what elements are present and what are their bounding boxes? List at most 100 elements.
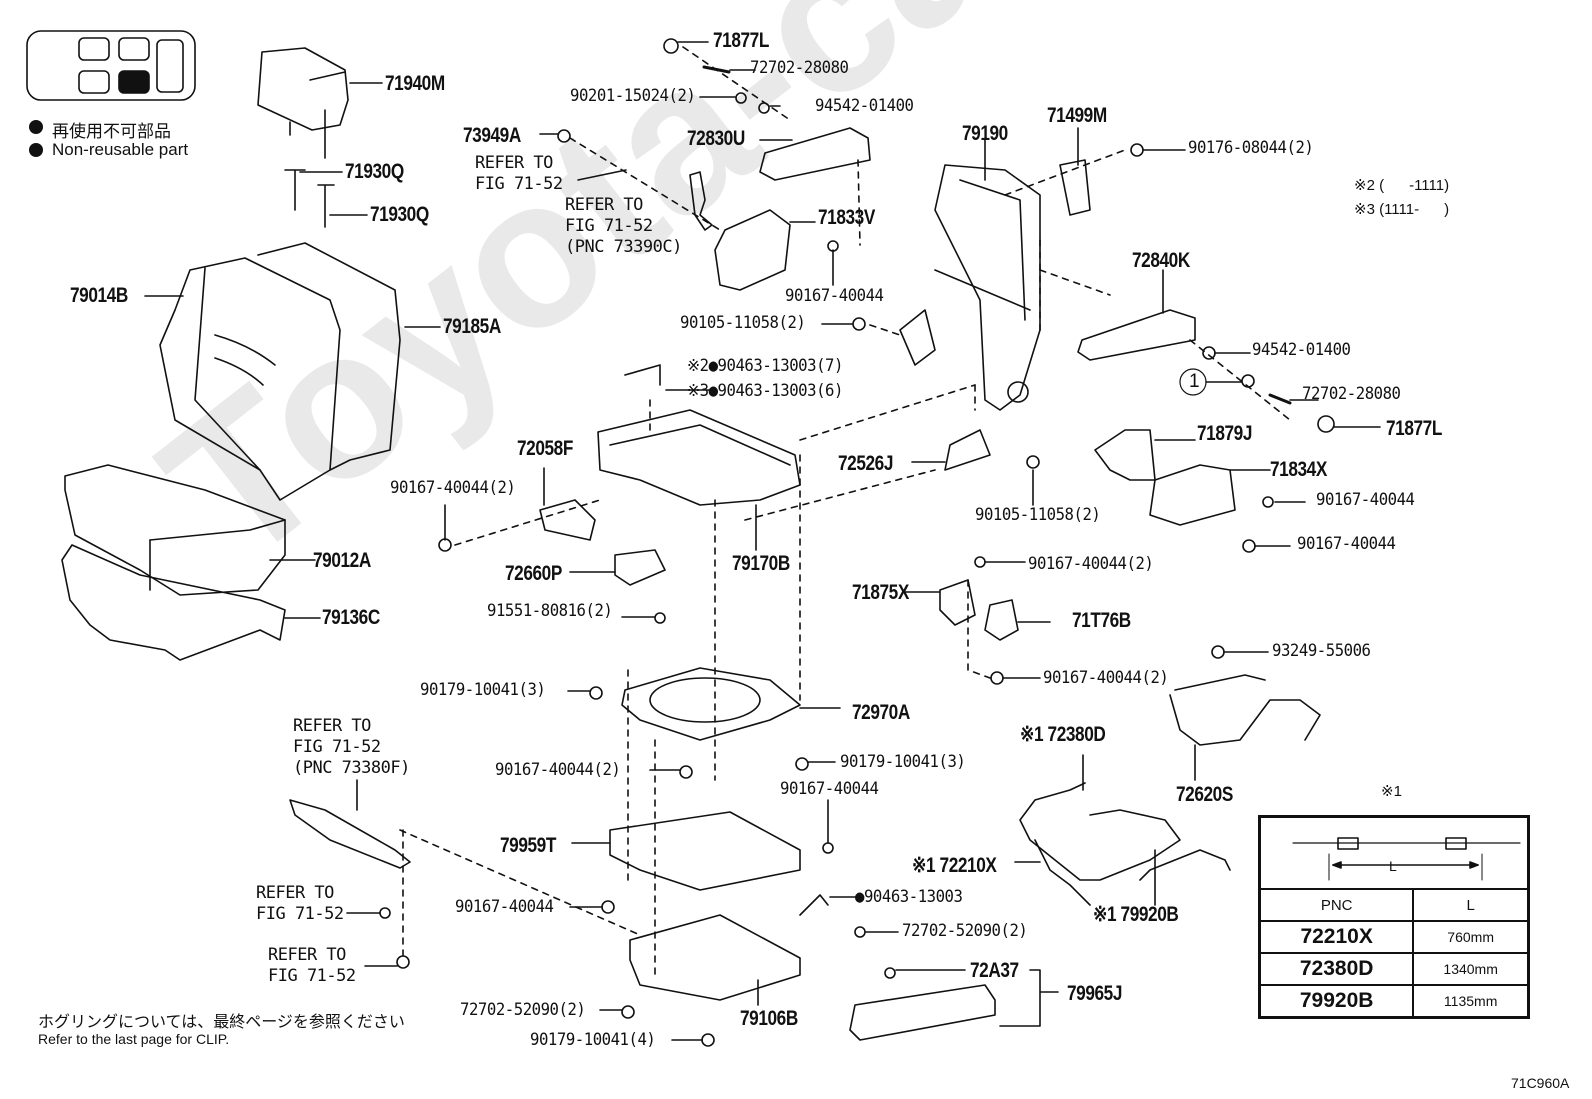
clip-note-en: Refer to the last page for CLIP. [38,1031,230,1047]
part-label[interactable]: ※2●90463-13003(7) [687,356,843,376]
part-label[interactable]: 71877L [1386,417,1442,440]
clip-note-jp: ホグリングについては、最終ページを参照ください [38,1014,405,1031]
length-cell: 760mm [1412,920,1530,954]
base-frame-drawing [399,811,899,1047]
part-label[interactable]: 79136C [322,606,380,629]
part-label[interactable]: ●90463-13003 [855,887,963,907]
part-label[interactable]: 71879J [1197,422,1253,445]
refer-fig-note[interactable]: REFER TO FIG 71-52 (PNC 73380F) [293,716,410,778]
seat-position-icon [26,30,196,101]
column-header-pnc: PNC [1258,888,1415,922]
part-label[interactable]: 79014B [70,284,128,307]
part-label[interactable]: 90167-40044 [785,286,884,306]
seat-rail-drawing [289,779,411,969]
part-label[interactable]: 72058F [517,437,573,460]
part-label[interactable]: 90176-08044(2) [1188,138,1314,158]
part-label[interactable]: 94542-01400 [815,96,914,116]
part-label[interactable]: ※1 79920B [1093,903,1179,926]
part-label[interactable]: 72526J [838,452,894,475]
part-label[interactable]: 90105-11058(2) [975,505,1101,525]
length-cell: 1135mm [1412,984,1530,1019]
seat-frame-drawing [438,364,976,781]
column-header-length: L [1412,888,1530,922]
seat-cushion-drawing [61,464,321,661]
part-label[interactable]: 72702-28080 [750,58,849,78]
part-label[interactable]: 90167-40044(2) [390,478,516,498]
part-label[interactable]: 71877L [713,29,769,52]
part-label[interactable]: 90167-40044 [1297,534,1396,554]
console-cover-drawing [849,967,1059,1041]
part-label[interactable]: 94542-01400 [1252,340,1351,360]
refer-fig-note[interactable]: REFER TO FIG 71-52 [268,945,356,986]
part-label[interactable]: 71834X [1270,458,1327,481]
cable-drawing [1014,645,1321,906]
part-label[interactable]: 71875X [852,581,909,604]
part-label[interactable]: 72702-28080 [1302,384,1401,404]
seat-back-frame-drawing [821,127,1186,411]
part-label[interactable]: 90167-40044(2) [1043,668,1169,688]
part-label[interactable]: 72702-52090(2) [460,1000,586,1020]
part-label[interactable]: 79190 [962,122,1008,145]
part-label[interactable]: 71499M [1047,104,1107,127]
part-label[interactable]: 72840K [1132,249,1190,272]
part-label[interactable]: ※1 72210X [912,854,997,877]
part-label[interactable]: 72A37 [970,959,1019,982]
part-label[interactable]: 90167-40044 [455,897,554,917]
part-label[interactable]: 79185A [443,315,501,338]
part-label[interactable]: 72830U [687,127,745,150]
part-label[interactable]: 72970A [852,701,910,724]
part-label[interactable]: 71940M [385,72,445,95]
side-cover-drawing [904,429,1306,685]
table-row: 72380D 1340mm [1258,952,1530,986]
legend-jp-label: 再使用不可部品 [52,122,171,141]
part-label[interactable]: 71930Q [345,160,404,183]
part-label[interactable]: 91551-80816(2) [487,601,613,621]
part-label[interactable]: 71930Q [370,203,429,226]
part-label[interactable]: 73949A [463,124,521,147]
filled-circle-icon [29,120,43,134]
part-label[interactable]: 72702-52090(2) [902,921,1028,941]
part-label[interactable]: 79965J [1067,982,1123,1005]
part-label[interactable]: 90167-40044(2) [1028,554,1154,574]
armrest-left-drawing [539,38,871,291]
part-label[interactable]: ※3●90463-13003(6) [687,381,843,401]
swivel-plate-drawing [567,667,841,981]
part-label[interactable]: 79170B [732,552,790,575]
headrest-drawing [257,47,383,228]
part-label[interactable]: 90179-10041(4) [530,1030,656,1050]
refer-fig-note[interactable]: REFER TO FIG 71-52 [475,153,563,194]
part-label[interactable]: 90167-40044(2) [495,760,621,780]
figure-id: 71C960A [1511,1075,1570,1091]
pnc-cell: 72210X [1258,920,1415,954]
part-label[interactable]: 71T76B [1072,609,1131,632]
note-series-3: ※3 (1111- ) [1354,201,1450,218]
part-label[interactable]: 72620S [1176,783,1233,806]
cable-table-title: ※1 [1381,783,1402,800]
part-label[interactable]: 93249-55006 [1272,641,1371,661]
note-series-2: ※2 ( -1111) [1354,177,1450,194]
part-label[interactable]: 79959T [500,834,556,857]
table-row: 79920B 1135mm [1258,984,1530,1019]
part-label[interactable]: 79012A [313,549,371,572]
table-row: 72210X 760mm [1258,920,1530,954]
part-label[interactable]: 90179-10041(3) [840,752,966,772]
part-label[interactable]: 90167-40044 [1316,490,1415,510]
refer-fig-note[interactable]: REFER TO FIG 71-52 [256,883,344,924]
pnc-cell: 79920B [1258,984,1415,1019]
pnc-cell: 72380D [1258,952,1415,986]
part-label[interactable]: 90105-11058(2) [680,313,806,333]
cable-diagram-cell [1258,815,1530,890]
part-label[interactable]: 71833V [818,206,875,229]
part-label[interactable]: 90167-40044 [780,779,879,799]
part-label[interactable]: 79106B [740,1007,798,1030]
cable-length-table: PNC L 72210X 760mm 72380D 1340mm 79920B … [1258,815,1530,1019]
part-label[interactable]: ※1 72380D [1020,723,1106,746]
part-label[interactable]: 72660P [505,562,562,585]
part-label[interactable]: 90201-15024(2) [570,86,696,106]
filled-circle-icon [29,143,43,157]
length-cell: 1340mm [1412,952,1530,986]
part-label[interactable]: 90179-10041(3) [420,680,546,700]
refer-fig-note[interactable]: REFER TO FIG 71-52 (PNC 73390C) [565,195,682,257]
